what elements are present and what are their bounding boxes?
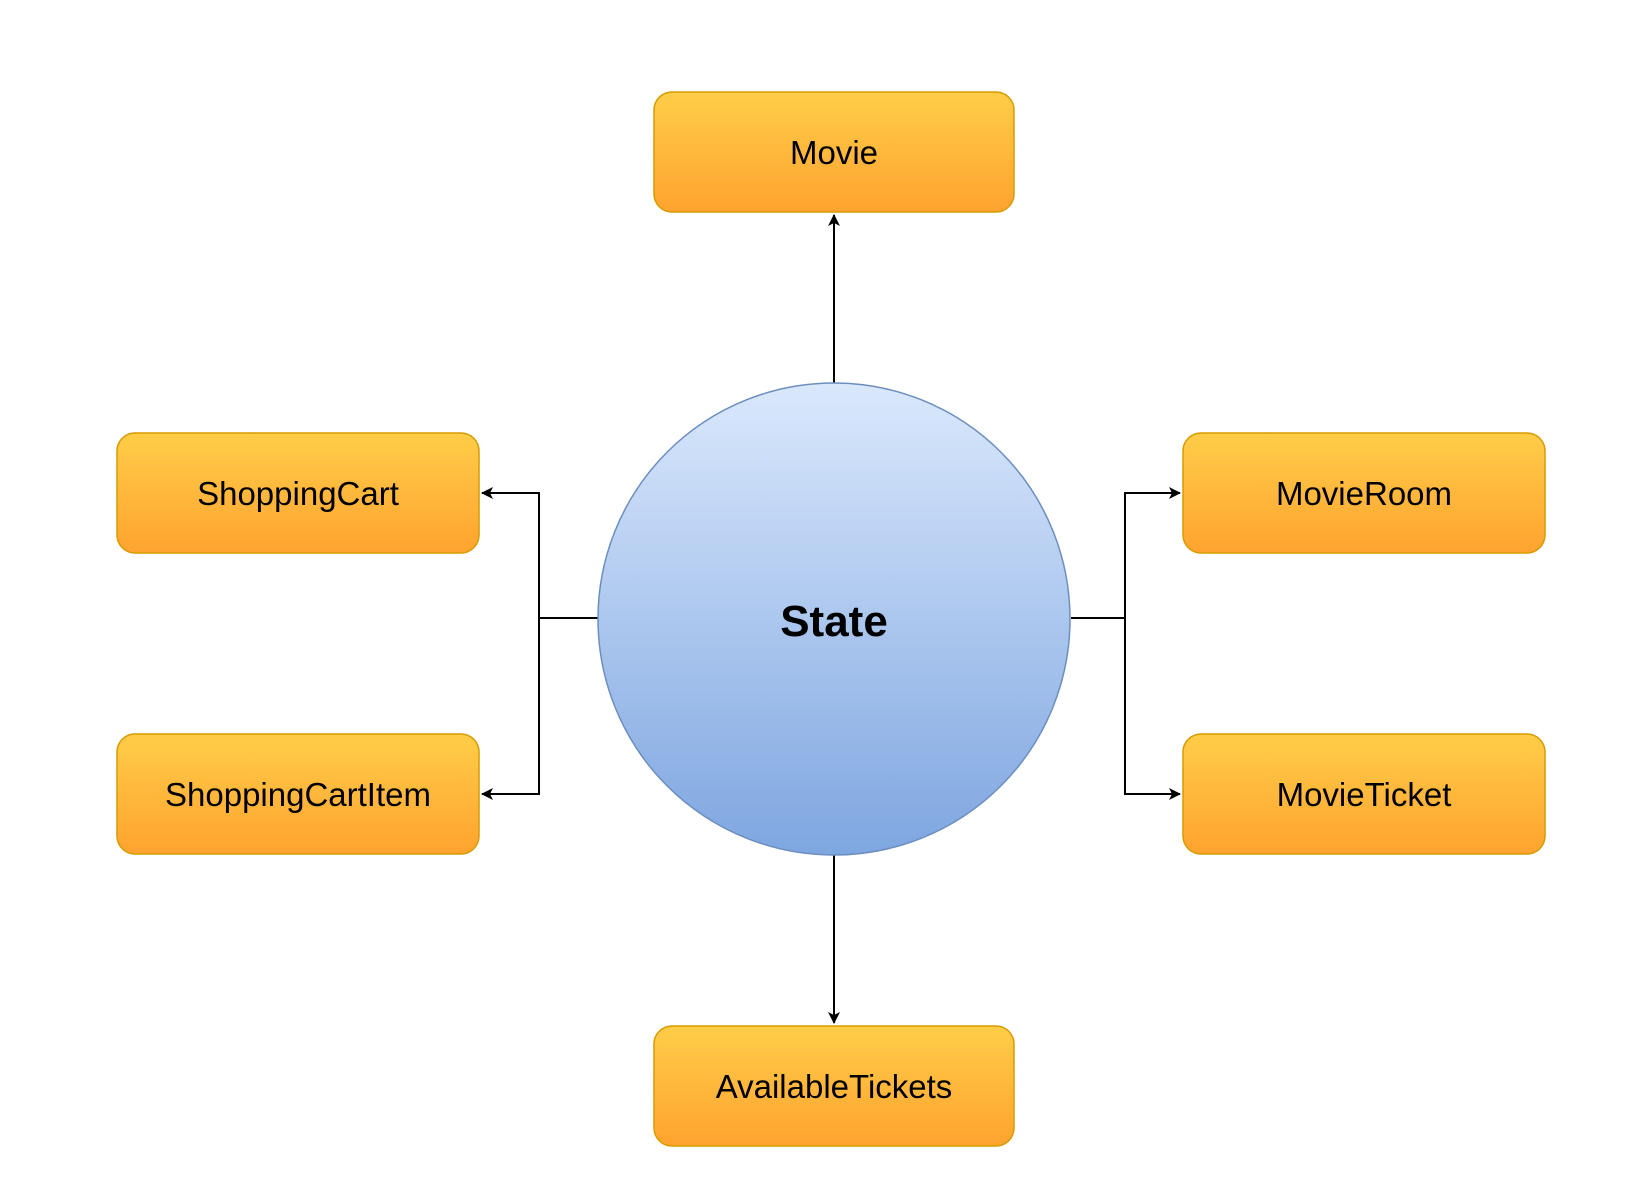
node-shopping-cart-item-box <box>116 733 480 855</box>
edge-state-to-shopping-cart-item <box>481 617 598 800</box>
node-shopping-cart-label: ShoppingCart <box>197 475 399 512</box>
node-movie-ticket-box <box>1182 733 1546 855</box>
edge-state-to-movie-ticket <box>1071 617 1181 800</box>
edges <box>481 214 1181 1024</box>
node-movie-box <box>653 91 1015 213</box>
node-movie-room-label: MovieRoom <box>1276 475 1452 512</box>
edge-state-to-movie-room <box>1071 487 1181 619</box>
node-available-tickets-label: AvailableTickets <box>716 1068 953 1105</box>
state-circle <box>597 382 1071 856</box>
edge-state-to-shopping-cart <box>481 487 598 619</box>
node-movie-label: Movie <box>790 134 878 171</box>
node-shopping-cart-item-label: ShoppingCartItem <box>165 776 431 813</box>
node-movie-room-box <box>1182 432 1546 554</box>
node-movie-ticket[interactable]: MovieTicket <box>1182 733 1546 855</box>
node-movie-ticket-label: MovieTicket <box>1277 776 1452 813</box>
node-shopping-cart-box <box>116 432 480 554</box>
node-available-tickets[interactable]: AvailableTickets <box>653 1025 1015 1147</box>
state-node[interactable]: State <box>597 382 1071 856</box>
node-available-tickets-box <box>653 1025 1015 1147</box>
node-shopping-cart-item[interactable]: ShoppingCartItem <box>116 733 480 855</box>
state-label: State <box>780 597 888 646</box>
node-shopping-cart[interactable]: ShoppingCart <box>116 432 480 554</box>
node-movie[interactable]: Movie <box>653 91 1015 213</box>
node-movie-room[interactable]: MovieRoom <box>1182 432 1546 554</box>
